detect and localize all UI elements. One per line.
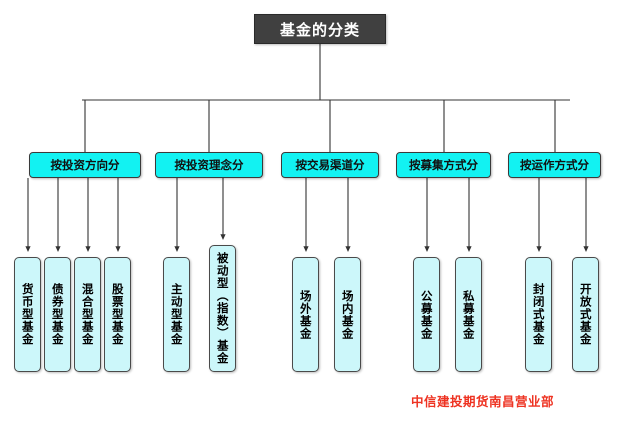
category-box-4[interactable]: 按募集方式分 [396, 152, 491, 178]
category-box-2[interactable]: 按投资理念分 [155, 152, 263, 178]
leaf-box-9[interactable]: 公募基金 [413, 257, 440, 372]
category-box-3[interactable]: 按交易渠道分 [281, 152, 379, 178]
leaf-box-12[interactable]: 开放式基金 [572, 257, 599, 372]
category-box-5[interactable]: 按运作方式分 [508, 152, 601, 178]
leaf-box-10[interactable]: 私募基金 [455, 257, 482, 372]
leaf-box-11[interactable]: 封闭式基金 [525, 257, 552, 372]
leaf-box-8[interactable]: 场内基金 [334, 257, 361, 372]
category-label: 按投资理念分 [174, 158, 244, 172]
watermark-text: 中信建投期货南昌营业部 [411, 394, 555, 409]
category-label: 按募集方式分 [409, 158, 478, 172]
leaf-box-1[interactable]: 货币型基金 [14, 257, 41, 372]
category-label: 按运作方式分 [520, 158, 589, 172]
leaf-box-7[interactable]: 场外基金 [292, 257, 319, 372]
root-title-box: 基金的分类 [254, 14, 386, 44]
leaf-box-3[interactable]: 混合型基金 [74, 257, 101, 372]
leaf-box-2[interactable]: 债券型基金 [44, 257, 71, 372]
category-box-1[interactable]: 按投资方向分 [29, 152, 141, 178]
category-label: 按投资方向分 [50, 158, 120, 172]
leaf-box-6[interactable]: 被动型（指数）基金 [209, 245, 236, 372]
leaf-box-5[interactable]: 主动型基金 [163, 257, 190, 372]
category-label: 按交易渠道分 [295, 158, 365, 172]
leaf-box-4[interactable]: 股票型基金 [104, 257, 131, 372]
